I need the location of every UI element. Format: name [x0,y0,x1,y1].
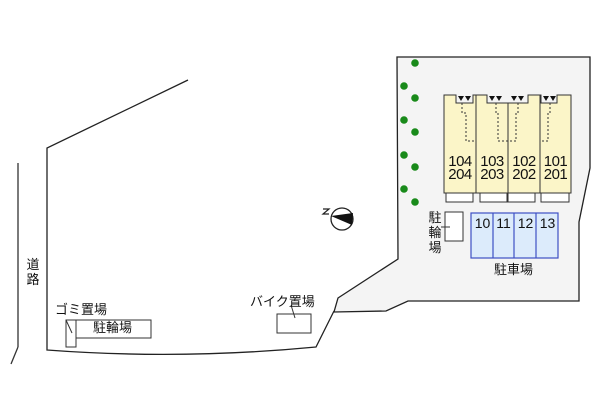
bike-parking-box [276,313,312,334]
tree-icon [411,94,419,102]
tree-icon [411,128,419,136]
road [10,163,19,365]
parking-space-number: 13 [539,215,556,231]
tree-icon [411,163,419,171]
tree-icon [400,185,408,193]
parking-space-number: 11 [496,215,511,231]
parking-space-number: 10 [474,215,491,231]
car-parking [470,212,559,259]
bicycle-parking-right-label: 駐輪場 [428,211,442,256]
tree-icon [411,59,419,67]
bike-parking-label: バイク置場 [250,295,315,310]
garbage-label: ゴミ置場 [55,303,108,318]
tree-icon [400,116,408,124]
trees [400,59,419,206]
bicycle-parking-left-label: 駐輪場 [93,321,133,336]
car-parking-label: 駐車場 [494,263,534,278]
north-compass-icon [321,207,354,231]
tree-icon [400,151,408,159]
road-label: 道路 [26,258,40,288]
site-boundary [46,79,335,355]
tree-icon [400,82,408,90]
bicycle-parking-left-box [75,319,152,339]
apartment-building [443,94,572,203]
tree-icon [411,198,419,206]
parking-space-number: 12 [517,215,534,231]
entrance-markers [458,96,556,101]
